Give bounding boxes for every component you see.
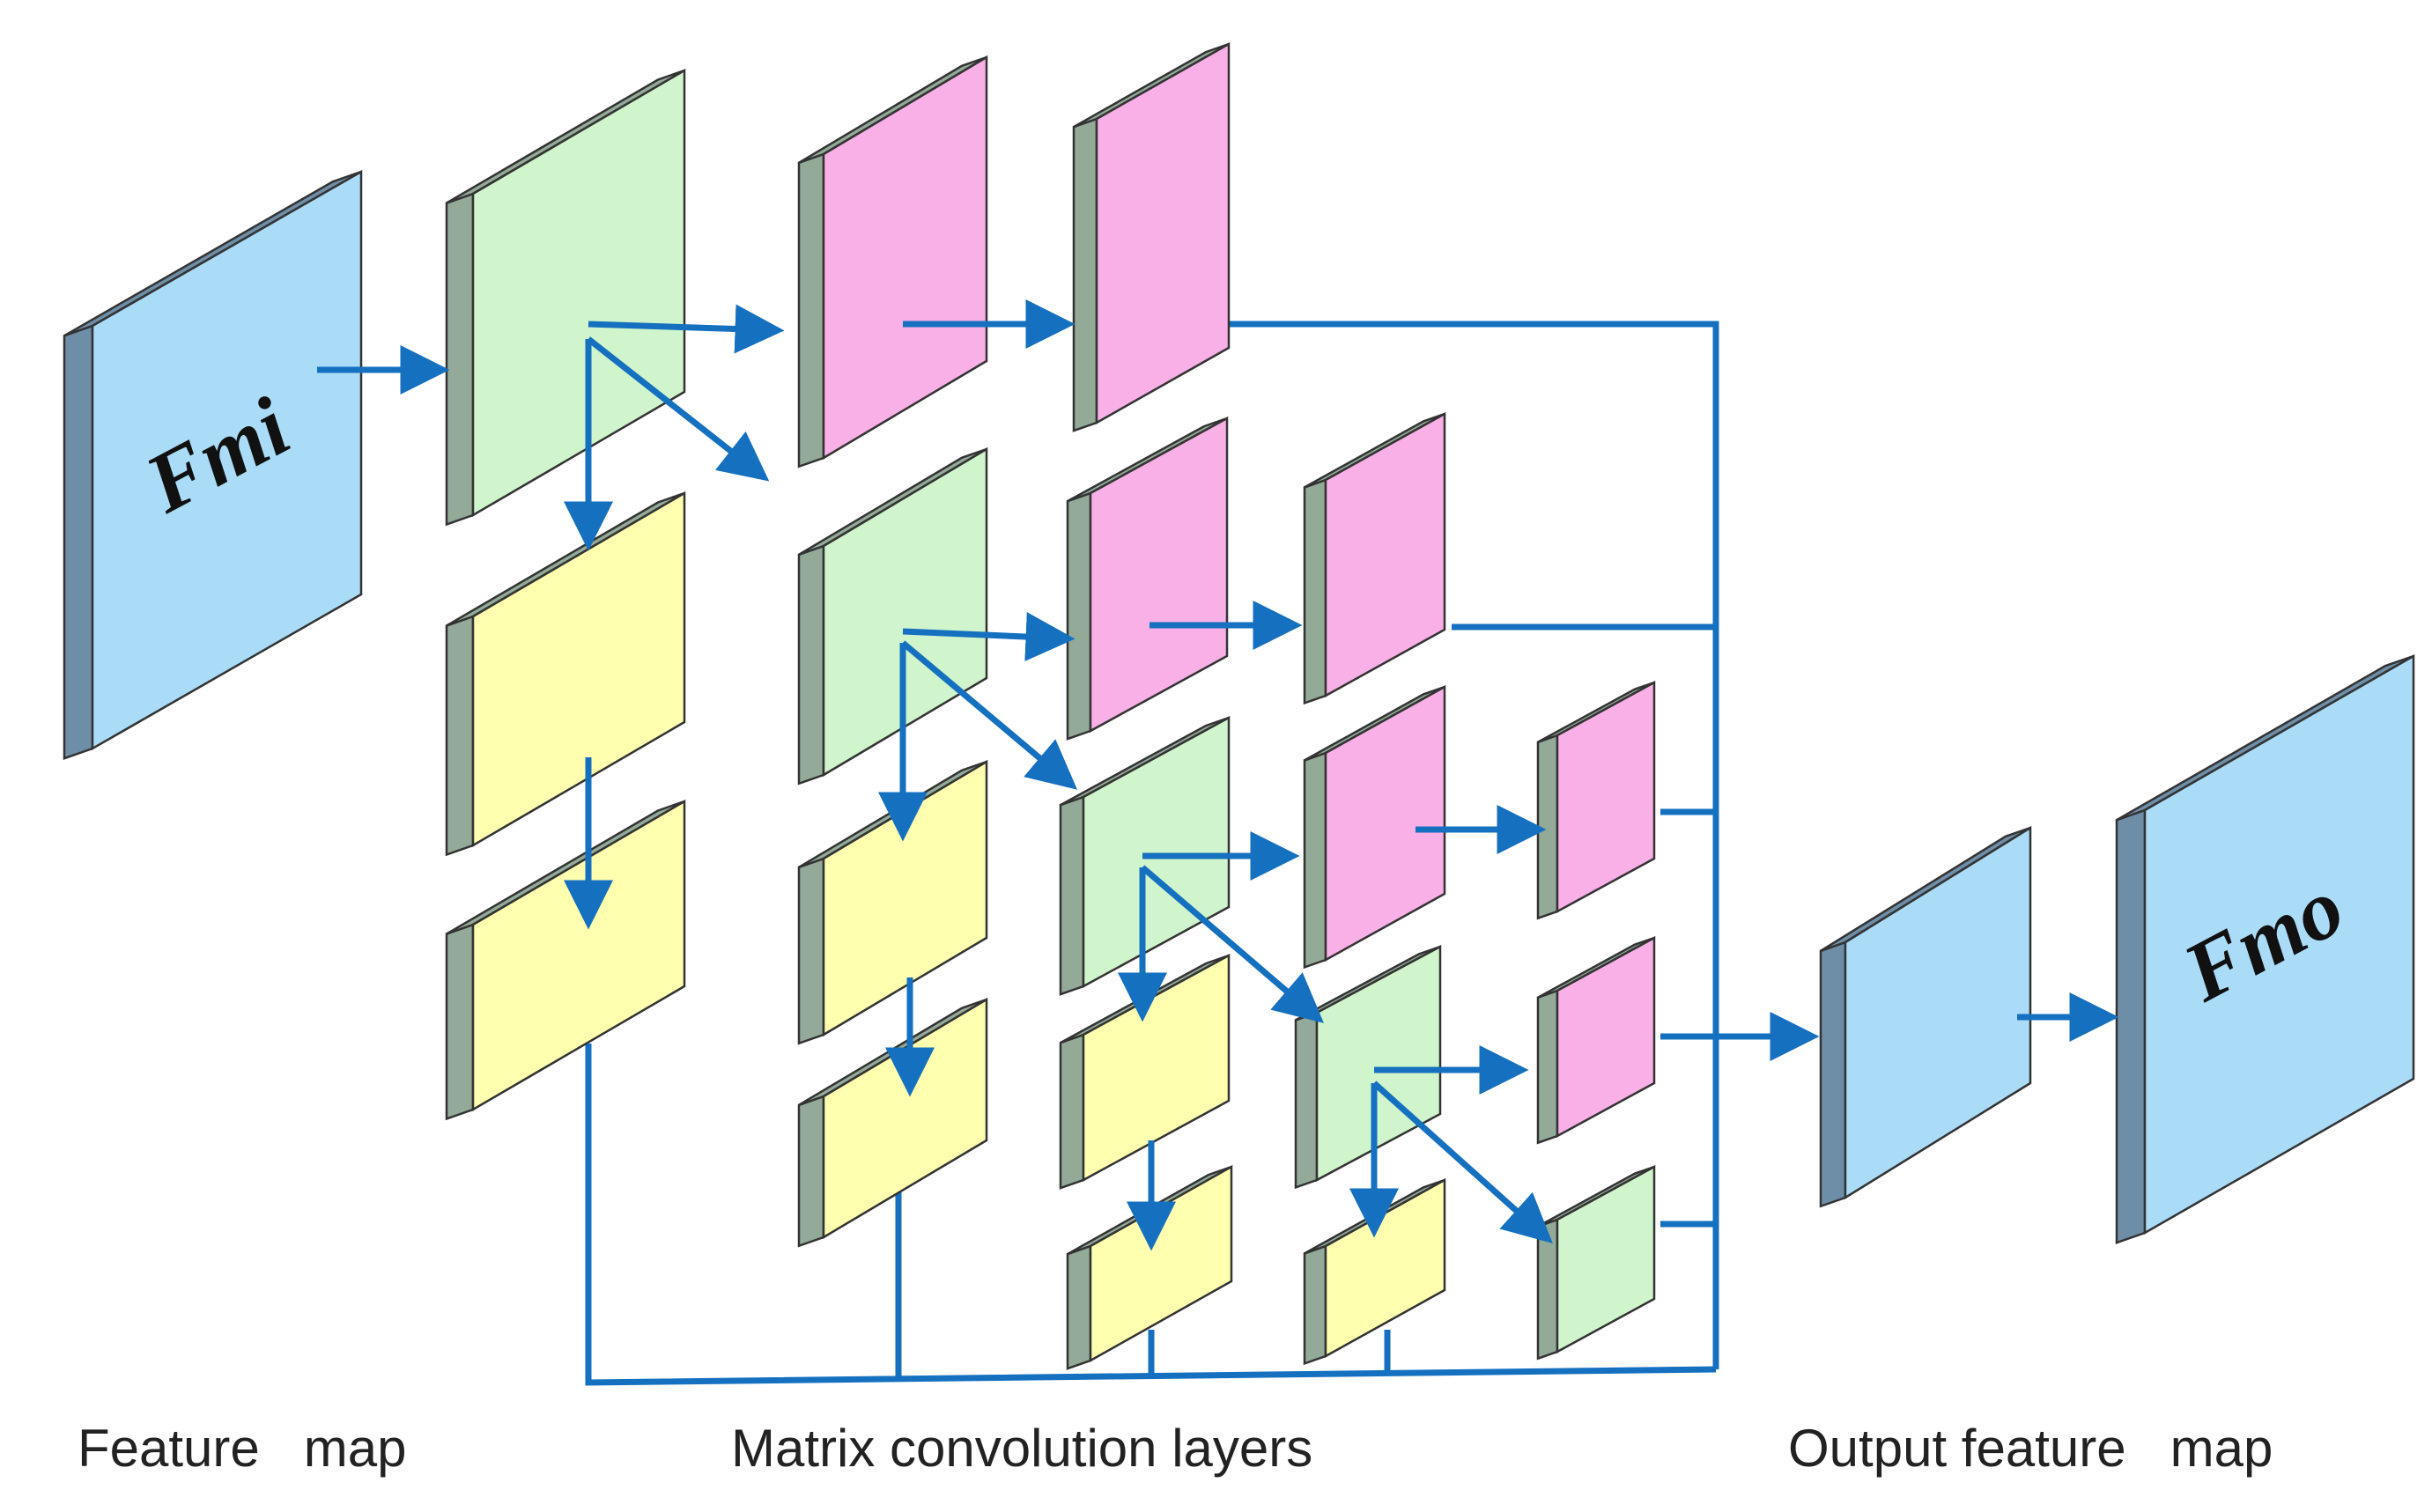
conv-yellow-2a [797, 759, 988, 1045]
conv-pink-5b-side [1536, 989, 1559, 1145]
output-feature-map-fmo [2115, 653, 2415, 1244]
conv-yellow-2b-face [822, 997, 988, 1240]
conv-pink-4a [1303, 411, 1446, 705]
conv-pink-3b [1066, 416, 1229, 741]
arrow-green2-to-pink3b [902, 612, 1076, 662]
conv-yellow-4-side [1303, 1244, 1327, 1366]
conv-pink-5b [1536, 935, 1656, 1145]
conv-yellow-2b [797, 997, 988, 1248]
conv-pink-5a [1536, 680, 1656, 920]
conv-yellow-3b-face [1089, 1164, 1233, 1363]
conv-green-3-face [1082, 715, 1231, 989]
conv-pink-3a [1072, 41, 1231, 432]
conv-yellow-1b-face [471, 799, 686, 1112]
output-feature-map-fmo-side [2115, 808, 2147, 1244]
flow-arrows [317, 299, 2119, 1251]
input-caption: Feature map [78, 1419, 407, 1478]
conv-green-3 [1059, 715, 1231, 996]
conv-yellow-3b-side [1066, 1244, 1092, 1370]
conv-yellow-3a-side [1059, 1033, 1085, 1190]
conv-pink-4b [1303, 684, 1446, 970]
conv-yellow-1b [445, 799, 686, 1121]
conv-pink-5a-face [1556, 680, 1656, 914]
arrow-green4-to-green5 [1371, 1081, 1553, 1244]
conv-yellow-1a-side [445, 615, 475, 857]
middle-caption: Matrix convolution layers [731, 1419, 1313, 1478]
conv-pink-5a-side [1536, 734, 1559, 920]
arrow-green2-to-green3 [900, 640, 1078, 790]
input-feature-map-fmi [63, 169, 363, 760]
conv-green-2-face [822, 446, 988, 778]
conv-pink-3b-side [1066, 491, 1092, 741]
conv-yellow-4-face [1324, 1177, 1446, 1359]
conv-pink-2a [797, 55, 988, 468]
conv-green-5 [1536, 1164, 1656, 1361]
conv-yellow-2b-side [797, 1095, 825, 1248]
conv-green-4-face [1315, 944, 1442, 1183]
arrow-green1-to-pink2a [588, 304, 785, 354]
conv-green-2-side [797, 544, 825, 786]
conv-yellow-1a [445, 490, 686, 857]
input-feature-map-fmi-side [63, 324, 94, 760]
conv-green-5-side [1536, 1218, 1559, 1361]
connector-bottom-bus [585, 1044, 1717, 1386]
arrow-green3-to-green4 [1140, 865, 1324, 1023]
conv-pink-3a-face [1095, 41, 1231, 425]
conv-green-1-face [471, 68, 686, 518]
conv-yellow-2a-face [822, 759, 988, 1037]
conv-green-3-side [1059, 795, 1085, 996]
output-feature-map-fmo-face [2143, 653, 2415, 1235]
conv-yellow-3a-face [1082, 953, 1231, 1183]
intermediate-output-map-side [1819, 940, 1847, 1208]
arrow-green1-to-green2 [586, 336, 770, 482]
conv-pink-3a-side [1072, 117, 1098, 432]
intermediate-output-map-face [1844, 825, 2032, 1200]
conv-pink-5b-face [1556, 935, 1656, 1139]
conv-yellow-1b-side [445, 923, 475, 1121]
conv-green-4-side [1294, 1011, 1319, 1190]
conv-green-5-face [1556, 1164, 1656, 1354]
connector-right-bus [1229, 321, 1719, 1369]
conv-green-2 [797, 446, 988, 786]
intermediate-output-map [1819, 825, 2032, 1208]
conv-yellow-2a-side [797, 857, 825, 1045]
conv-pink-4a-side [1303, 478, 1327, 705]
conv-green-1 [445, 68, 686, 527]
feature-blocks [63, 41, 2415, 1370]
conv-green-4 [1294, 944, 1442, 1190]
conv-yellow-1a-face [471, 490, 686, 848]
conv-pink-3b-face [1089, 416, 1229, 734]
output-caption: Output feature map [1788, 1419, 2273, 1478]
input-feature-map-fmi-face [91, 169, 363, 751]
conv-pink-4b-face [1324, 684, 1446, 963]
conv-pink-4b-side [1303, 751, 1327, 970]
conv-pink-4a-face [1324, 411, 1446, 698]
conv-pink-2a-face [822, 55, 988, 461]
conv-green-1-side [445, 192, 475, 527]
conv-pink-2a-side [797, 152, 825, 468]
